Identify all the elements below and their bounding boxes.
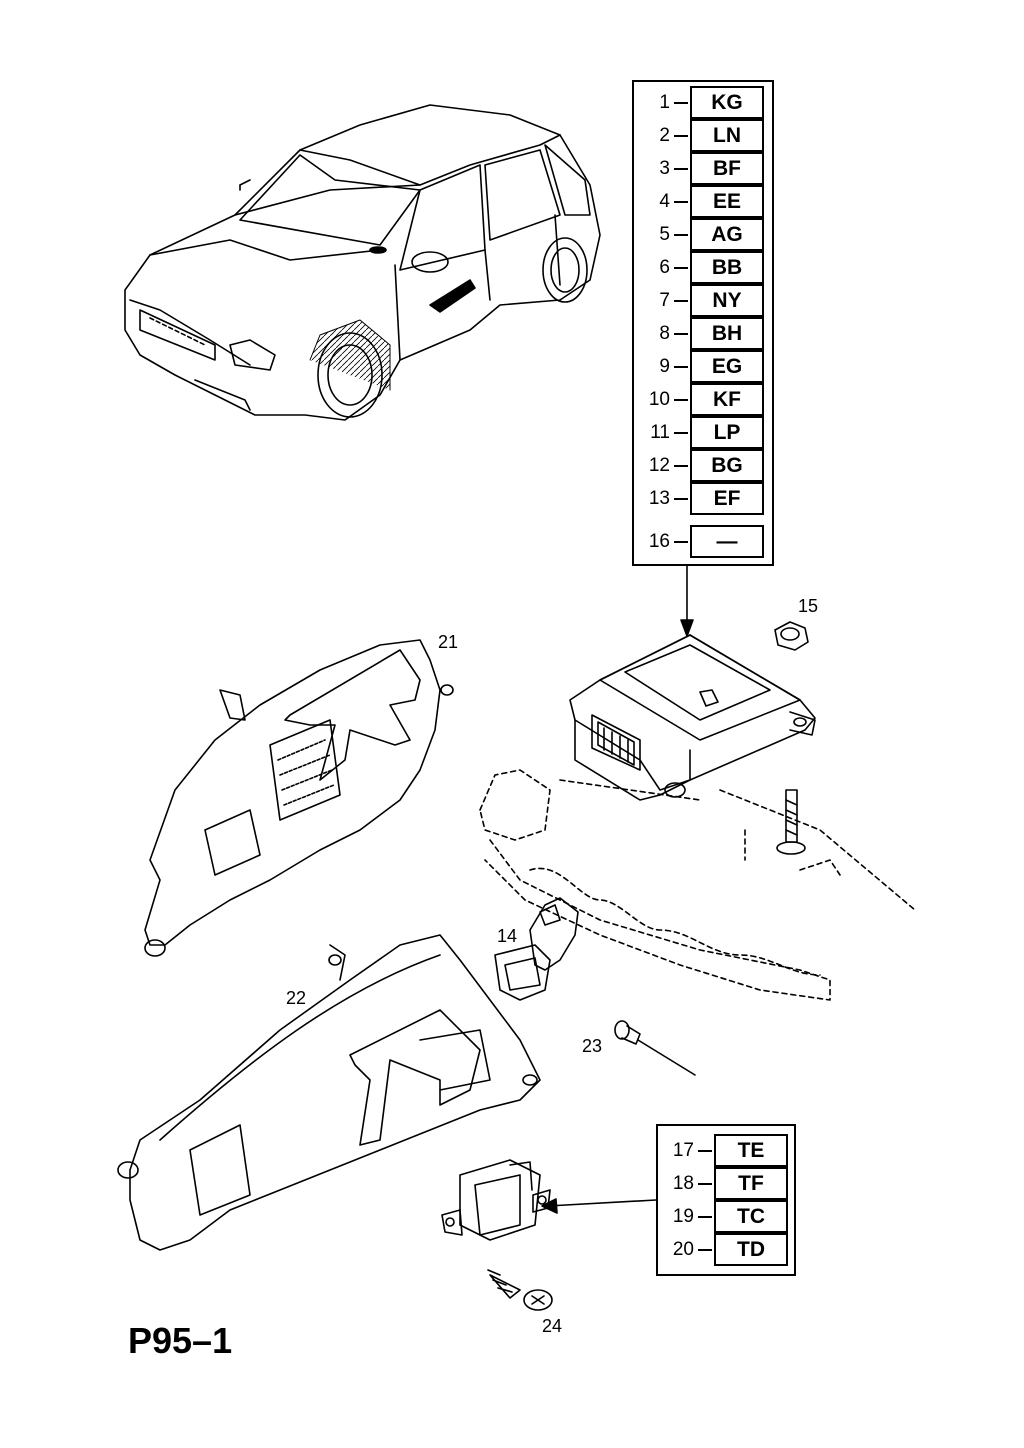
callout-21: 21 [438,632,459,652]
rivet-part-23 [614,1020,696,1076]
row-number: 13 [648,488,670,509]
row-number: 18 [672,1173,694,1194]
leader-line [674,267,688,269]
code-box: TE [714,1134,788,1167]
code-box: BF [690,152,764,185]
leader-line [674,234,688,236]
callout-15: 15 [798,596,819,616]
leader-line [674,201,688,203]
leader-line [674,541,688,543]
airbag-control-module [569,634,816,801]
nut-part-15 [774,621,809,651]
cover-part-21 [144,639,454,957]
code-box: TF [714,1167,788,1200]
code-box: NY [690,284,764,317]
row-number: 9 [659,356,670,377]
code-box: AG [690,218,764,251]
leader-line [674,333,688,335]
row-number: 11 [650,422,670,443]
leader-line [674,135,688,137]
row-number: 6 [659,257,670,278]
code-box: KF [690,383,764,416]
code-box: EF [690,482,764,515]
callout-23: 23 [582,1036,603,1056]
code-box: BG [690,449,764,482]
arrow-to-sensor [541,1198,657,1214]
code-box: BH [690,317,764,350]
code-box: EE [690,185,764,218]
row-number: 16 [648,531,670,552]
bracket-part-14 [494,897,579,1001]
leader-line [674,432,688,434]
leader-line [674,168,688,170]
leader-line [674,300,688,302]
row-number: 2 [659,125,670,146]
row-number: 12 [648,455,670,476]
row-number: 7 [659,290,670,311]
leader-line [674,399,688,401]
leader-line [698,1150,712,1152]
code-box: EG [690,350,764,383]
cover-part-22 [117,934,541,1251]
bolt-part [776,789,806,855]
floor-tunnel-outline [479,769,916,1001]
screw-part-24 [487,1269,553,1311]
callout-14: 14 [497,926,518,946]
row-number: 10 [648,389,670,410]
row-number: 20 [672,1239,694,1260]
code-box: KG [690,86,764,119]
leader-line [698,1183,712,1185]
row-number: 4 [659,191,670,212]
leader-line [674,465,688,467]
leader-line [674,498,688,500]
leader-line [674,366,688,368]
row-number: 1 [659,92,670,113]
leader-line [674,102,688,104]
row-number: 8 [659,323,670,344]
code-box: TD [714,1233,788,1266]
leader-line [698,1216,712,1218]
callout-24: 24 [542,1316,563,1336]
side-impact-sensor [441,1159,551,1241]
code-box: BB [690,251,764,284]
code-box: — [690,525,764,558]
page-id: P95–1 [128,1320,233,1361]
callout-22: 22 [286,988,307,1008]
code-box: LN [690,119,764,152]
arrow-to-module [680,565,694,637]
row-number: 19 [672,1206,694,1227]
row-number: 3 [659,158,670,179]
leader-line [698,1249,712,1251]
row-number: 5 [659,224,670,245]
code-box: LP [690,416,764,449]
row-number: 17 [672,1140,694,1161]
car-illustration [124,104,601,421]
code-box: TC [714,1200,788,1233]
